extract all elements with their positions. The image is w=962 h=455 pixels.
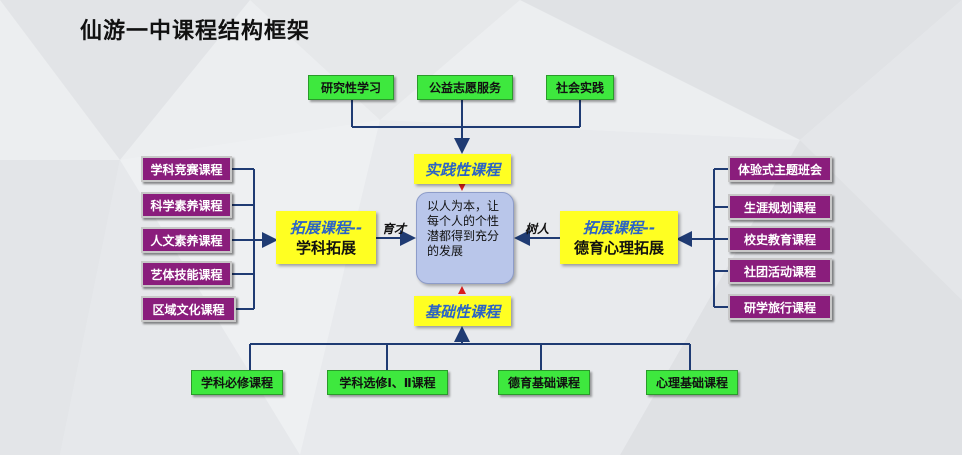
bottom-item-psych-basic: 心理基础课程 [646, 370, 738, 395]
left-hub-subject-expansion: 拓展课程-- 学科拓展 [276, 211, 376, 264]
left-item-science-literacy: 科学素养课程 [141, 192, 232, 218]
right-hub-line1: 拓展课程-- [582, 218, 656, 237]
bottom-item-elective-subjects: 学科选修Ⅰ、Ⅱ课程 [327, 370, 448, 395]
top-item-social-practice: 社会实践 [546, 75, 614, 100]
bottom-item-required-subjects: 学科必修课程 [191, 370, 283, 395]
left-item-subject-competition: 学科竞赛课程 [141, 156, 232, 182]
top-item-research-study: 研究性学习 [308, 75, 394, 100]
right-edge-label: 树人 [525, 222, 550, 236]
bottom-item-moral-basic: 德育基础课程 [498, 370, 590, 395]
left-hub-line1: 拓展课程-- [289, 218, 363, 237]
left-hub-line2: 学科拓展 [295, 238, 356, 257]
right-item-career-planning: 生涯规划课程 [728, 194, 832, 220]
left-item-arts-sports-skills: 艺体技能课程 [141, 261, 232, 287]
right-item-themed-class-meeting: 体验式主题班会 [728, 156, 832, 182]
basic-course-label: 基础性课程 [414, 296, 511, 326]
page-title: 仙游一中课程结构框架 [80, 19, 311, 44]
right-item-study-travel: 研学旅行课程 [728, 294, 832, 320]
right-item-club-activities: 社团活动课程 [728, 258, 832, 284]
right-hub-moral-psych-expansion: 拓展课程-- 德育心理拓展 [560, 211, 678, 264]
practice-course-label: 实践性课程 [414, 154, 511, 184]
left-edge-label: 育才 [382, 222, 407, 236]
left-item-humanities-literacy: 人文素养课程 [141, 227, 232, 253]
right-hub-line2: 德育心理拓展 [573, 238, 664, 257]
right-item-school-history: 校史教育课程 [728, 226, 832, 252]
center-core-box: 以人为本，让每个人的个性潜都得到充分的发展 [416, 192, 514, 284]
top-item-volunteer-service: 公益志愿服务 [417, 75, 513, 100]
left-item-regional-culture: 区域文化课程 [141, 296, 236, 322]
